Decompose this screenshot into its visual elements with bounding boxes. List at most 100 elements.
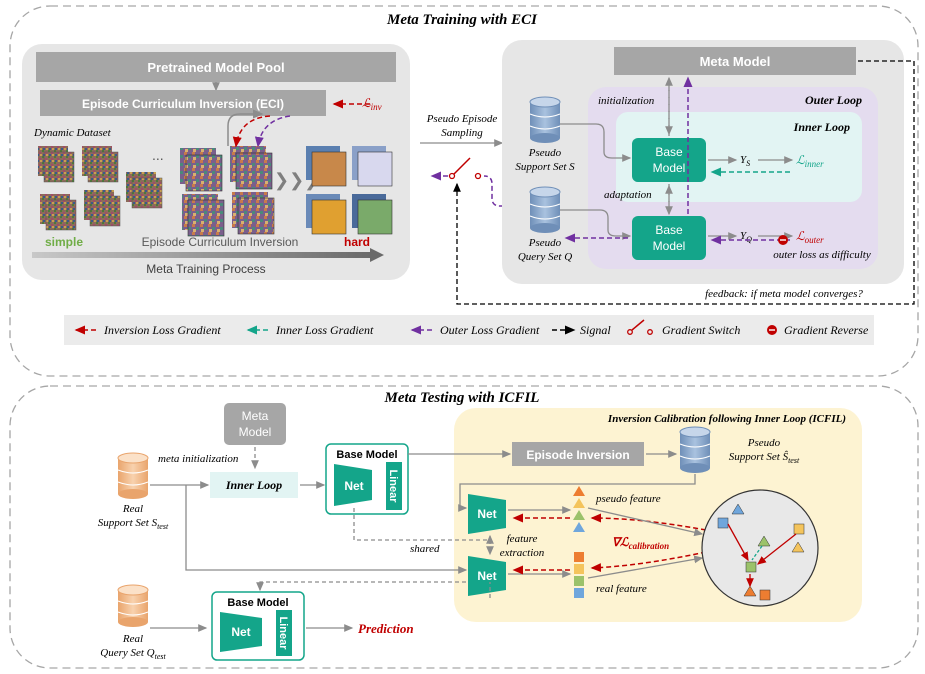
legend-signal: Signal (552, 323, 611, 337)
simple-image-stacks (38, 146, 163, 231)
pseudo-support-test-label-2: Support Set Ŝtest (729, 451, 800, 465)
meta-model-test-box (224, 403, 286, 445)
net-shape-pseudo (468, 494, 506, 534)
pseudo-episode-label-2: Sampling (441, 127, 483, 139)
real-support-label-2: Support Set Stest (98, 517, 169, 531)
base-model-inner-label-2: Model (653, 161, 686, 175)
pseudo-support-label-2: Support Set S (515, 161, 575, 173)
eci-caption: Episode Curriculum Inversion (142, 235, 299, 249)
svg-text:Inversion Loss Gradient: Inversion Loss Gradient (103, 323, 221, 337)
prediction-label: Prediction (358, 621, 414, 636)
linear-layer-query (276, 610, 292, 656)
inner-loss-label: ℒinner (796, 153, 824, 169)
pseudo-support-label-1: Pseudo (528, 147, 562, 159)
real-feature-label: real feature (596, 583, 647, 595)
outer-difficulty-label: outer loss as difficulty (773, 249, 871, 261)
legend-outer: Outer Loss Gradient (410, 323, 540, 337)
linear-layer-1 (386, 462, 402, 510)
hard-label: hard (344, 235, 370, 249)
meta-training-frame (9, 5, 919, 377)
real-support-label-1: Real (122, 503, 143, 515)
svg-text:Signal: Signal (580, 323, 611, 337)
meta-model-label: Meta Model (700, 54, 771, 69)
feedback-label: feedback: if meta model converges? (705, 288, 863, 300)
net-label-query: Net (231, 625, 250, 639)
eci-label: Episode Curriculum Inversion (ECI) (82, 97, 284, 111)
inner-loop-test-label: Inner Loop (225, 478, 282, 492)
inner-loop-test-box (210, 472, 298, 498)
svg-text:Outer Loss Gradient: Outer Loss Gradient (440, 323, 540, 337)
pseudo-query-set-icon (529, 186, 561, 233)
base-model-outer-label-1: Base (655, 223, 683, 237)
legend-bar (64, 315, 874, 345)
meta-model-box (614, 47, 856, 75)
pseudo-support-test-icon (679, 426, 711, 473)
meta-training-title: Meta Training with ECI (386, 12, 538, 28)
outer-loop-label: Outer Loop (805, 93, 862, 107)
episode-inversion-label: Episode Inversion (526, 448, 629, 462)
inner-loop-label: Inner Loop (793, 120, 850, 134)
episode-inversion-box (512, 442, 644, 466)
base-model-outer-label-2: Model (653, 239, 686, 253)
dynamic-dataset-label: Dynamic Dataset (33, 127, 112, 139)
initialization-label: initialization (598, 95, 655, 107)
inversion-loss-label: ℒinv (362, 96, 382, 112)
svg-text:Gradient Switch: Gradient Switch (662, 323, 740, 337)
meta-training-process-label: Meta Training Process (146, 262, 265, 276)
pretrained-pool-label: Pretrained Model Pool (147, 60, 284, 75)
ys-label: YS (740, 154, 750, 168)
real-query-label-1: Real (122, 633, 143, 645)
net-shape-real (468, 556, 506, 596)
meta-testing-title: Meta Testing with ICFIL (384, 390, 540, 406)
net-shape-query (220, 612, 262, 652)
legend-reverse: Gradient Reverse (767, 323, 869, 337)
real-query-set-icon (117, 584, 149, 627)
legend-inner: Inner Loss Gradient (246, 323, 374, 337)
simple-label: simple (45, 235, 83, 249)
gradient-switch-icon (448, 157, 482, 180)
feature-extraction-label-1: feature (507, 533, 538, 545)
hard-image-stacks (306, 146, 393, 235)
base-model-inner-label-1: Base (655, 145, 683, 159)
meta-testing-frame (9, 385, 919, 669)
real-query-label-2: Query Set Qtest (100, 647, 166, 661)
svg-text:Inner Loss Gradient: Inner Loss Gradient (275, 323, 374, 337)
linear-label-1: Linear (387, 469, 399, 503)
icfil-label: Inversion Calibration following Inner Lo… (607, 413, 846, 425)
pseudo-feature-triangles (573, 486, 585, 532)
svg-text:Gradient Reverse: Gradient Reverse (784, 323, 869, 337)
pseudo-episode-label-1: Pseudo Episode (426, 113, 498, 125)
pseudo-query-label-2: Query Set Q (518, 251, 572, 263)
medium-image-stacks (180, 146, 275, 237)
real-support-set-icon (117, 452, 149, 499)
real-feature-squares (574, 552, 584, 598)
net-label-pseudo: Net (477, 507, 496, 521)
base-model-query-label: Base Model (227, 597, 288, 609)
pseudo-query-label-1: Pseudo (528, 237, 562, 249)
pseudo-support-set-icon (529, 96, 561, 143)
outer-loss-label: ℒouter (796, 229, 824, 245)
gradient-reverse-icon (778, 235, 788, 245)
feature-space-points (717, 503, 805, 601)
base-model-test-label: Base Model (336, 449, 397, 461)
meta-model-test-label-1: Meta (242, 409, 269, 423)
pseudo-feature-label: pseudo feature (595, 493, 661, 505)
legend-inversion: Inversion Loss Gradient (74, 323, 221, 337)
feature-extraction-label-2: extraction (500, 547, 545, 559)
eci-box (40, 90, 326, 116)
pretrained-pool-box (36, 52, 396, 82)
base-model-outer (632, 216, 706, 260)
adaptation-label: adaptation (604, 189, 652, 201)
ellipsis: ... (152, 147, 164, 163)
calibration-gradient-label: ∇ℒcalibration (612, 535, 669, 551)
legend-switch: Gradient Switch (627, 319, 740, 337)
net-label-real: Net (477, 569, 496, 583)
net-shape-1 (334, 464, 372, 506)
shared-label: shared (410, 543, 440, 555)
meta-init-label: meta initialization (158, 453, 239, 465)
linear-label-query: Linear (277, 616, 289, 650)
net-label-1: Net (344, 479, 363, 493)
meta-model-test-label-2: Model (239, 425, 272, 439)
pseudo-support-test-label-1: Pseudo (747, 437, 781, 449)
